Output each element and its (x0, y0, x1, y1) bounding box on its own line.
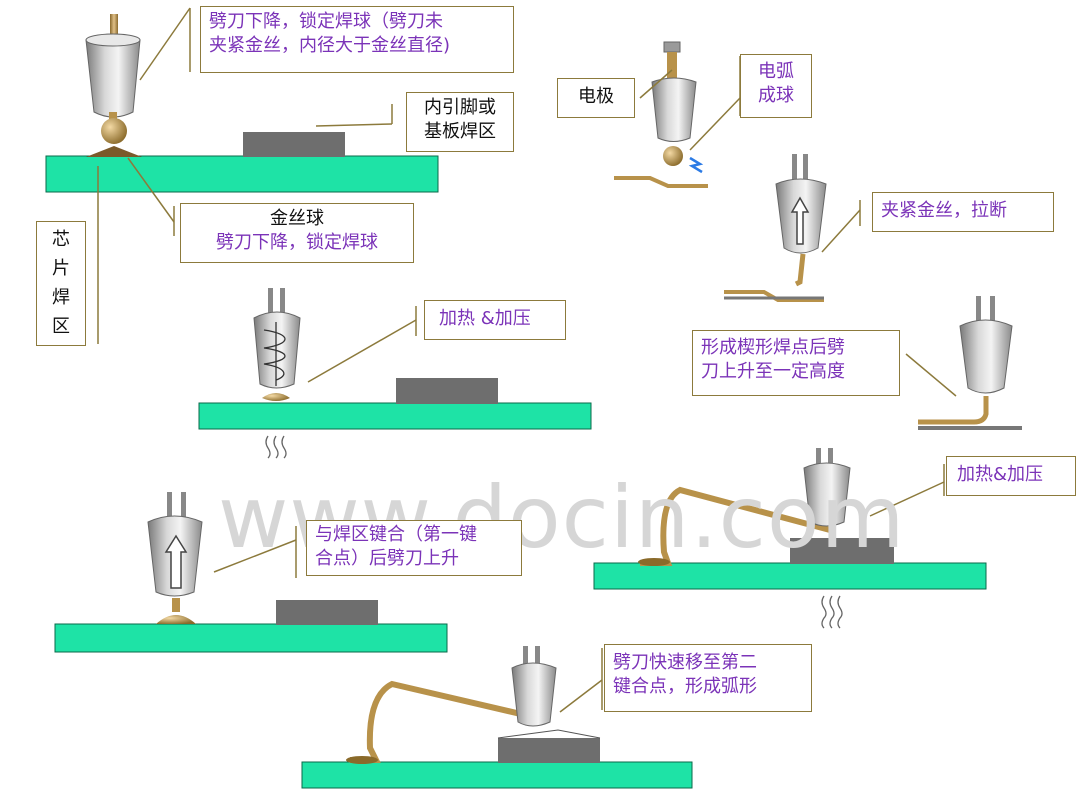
lead-pad (790, 538, 894, 564)
capillary-tool (959, 319, 1013, 394)
label-step1-desc: 劈刀下降，锁定焊球（劈刀未 夹紧金丝，内径大于金丝直径) (200, 6, 514, 73)
capillary-tool (651, 77, 697, 142)
label-arc-ball: 电弧 成球 (740, 54, 812, 118)
substrate (301, 761, 693, 789)
heat-waves-icon (821, 595, 843, 629)
spiral-icon (263, 329, 286, 381)
lead-pad (276, 600, 378, 625)
step6-group (54, 492, 448, 653)
gold-wire (110, 14, 118, 48)
substrate (45, 155, 439, 193)
substrate (54, 623, 448, 653)
step2-group (614, 41, 741, 188)
label-heat-press-1: 加热 &加压 (424, 300, 566, 340)
label-wedge-bond: 形成楔形焊点后劈 刀上升至一定高度 (692, 330, 900, 396)
label-gold-ball: 金丝球 劈刀下降，锁定焊球 (180, 203, 414, 263)
electrode-lead (614, 176, 708, 188)
label-heat-press-2: 加热&加压 (946, 456, 1076, 496)
substrate (198, 402, 592, 430)
capillary-tool (803, 462, 851, 527)
step4-group (198, 288, 592, 459)
gold-ball (663, 146, 683, 166)
arc-spark (688, 156, 704, 174)
gold-wire (918, 396, 989, 425)
label-first-bond-rise: 与焊区键合（第一键 合点）后劈刀上升 (306, 520, 522, 576)
label-chip-pad: 芯 片 焊 区 (36, 221, 86, 346)
step3-group (724, 154, 861, 302)
gold-wire (172, 598, 180, 612)
step1-group (45, 7, 439, 344)
label-lead-pad: 内引脚或 基板焊区 (406, 92, 514, 152)
gold-wire (794, 253, 806, 287)
heat-waves-icon (265, 435, 287, 459)
label-clamp-break: 夹紧金丝，拉断 (872, 192, 1054, 232)
capillary-tool (511, 662, 557, 727)
up-arrow-icon (164, 534, 188, 589)
lead-pad (243, 132, 345, 157)
chip-pad-bump (86, 146, 142, 157)
gold-ball (101, 118, 127, 144)
step7-group (593, 448, 987, 629)
gold-wire (350, 680, 539, 763)
gold-wire (640, 486, 831, 566)
lead-pad (498, 738, 600, 763)
label-move-arc: 劈刀快速移至第二 键合点，形成弧形 (604, 644, 812, 712)
up-arrow-icon (790, 196, 810, 245)
lead-pad (396, 378, 498, 404)
step8-group (301, 646, 693, 789)
step5-group (905, 296, 1022, 430)
label-electrode: 电极 (557, 78, 635, 118)
